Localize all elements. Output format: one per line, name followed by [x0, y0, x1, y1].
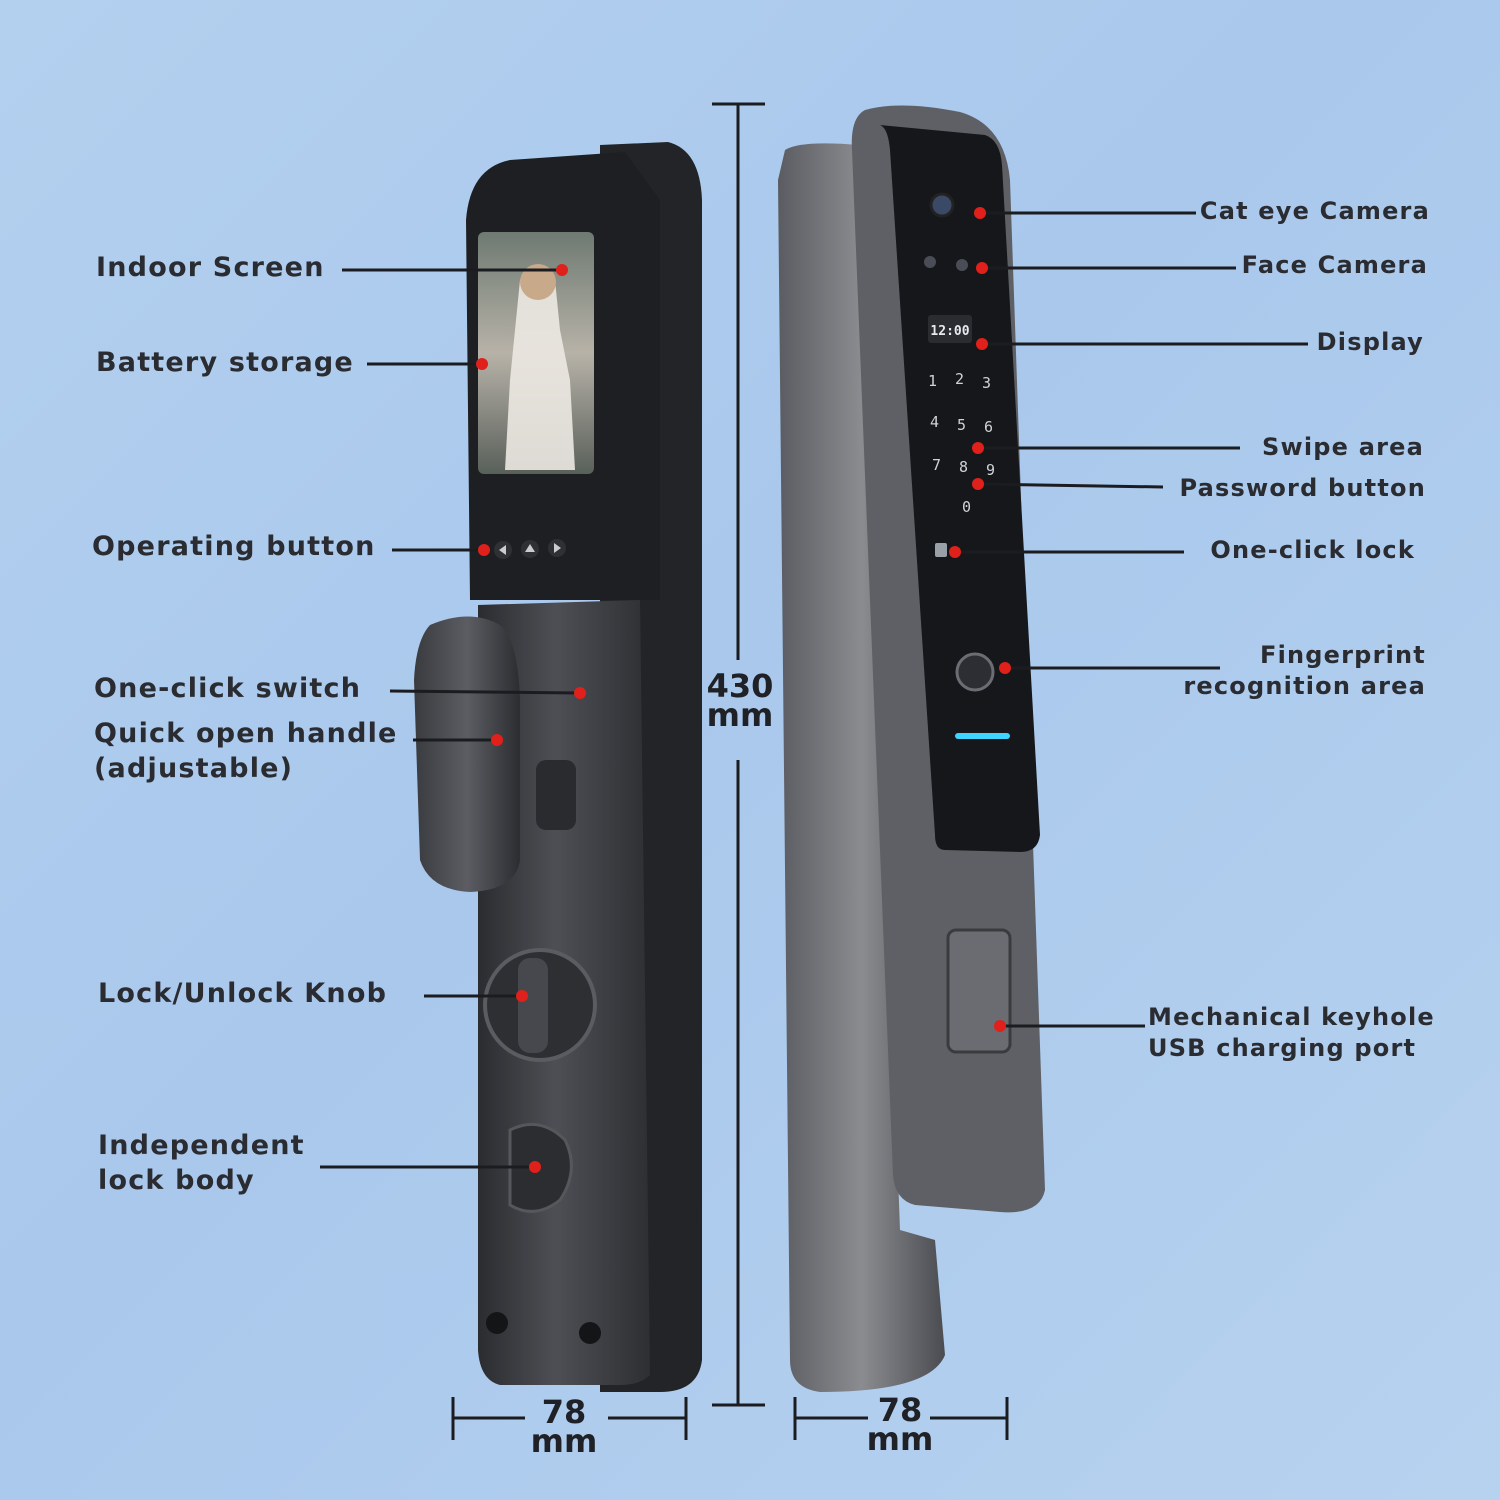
callout-password-button [977, 482, 1164, 489]
label-one-click-switch: One-click switch [94, 673, 362, 704]
face-camera-lens [924, 256, 936, 268]
indoor-screen-figure-head [520, 264, 556, 300]
keypad-digit[interactable]: 5 [957, 416, 966, 434]
face-camera-lens [956, 259, 968, 271]
callout-keyhole-usb-dot [994, 1020, 1006, 1032]
callout-independent-lock-body-dot [529, 1161, 541, 1173]
dimension-width-right-value: 78 [877, 1391, 923, 1429]
indoor-screen-figure [505, 265, 575, 470]
label-fingerprint-line1: Fingerprint [1259, 641, 1426, 669]
callout-quick-open-handle-dot [491, 734, 503, 746]
dimension-width-left-label: 78 mm [522, 1393, 606, 1460]
indoor-lock [414, 142, 702, 1392]
label-display: Display [1316, 328, 1424, 356]
label-swipe-area: Swipe area [1262, 433, 1424, 461]
up-arrow-glyph [525, 544, 535, 552]
keypad-digit[interactable]: 6 [984, 418, 993, 436]
callout-face-camera-dot [976, 262, 988, 274]
callout-one-click-switch-dot [574, 687, 586, 699]
dimension-height-value: 430 [706, 667, 774, 705]
label-quick-open-handle-line2: (adjustable) [94, 753, 294, 785]
label-cat-eye-camera: Cat eye Camera [1199, 197, 1430, 225]
label-quick-open-handle: Quick open handle (adjustable) [94, 716, 398, 786]
keypad-digit[interactable]: 0 [962, 498, 971, 516]
dimension-width-right-unit: mm [866, 1419, 934, 1458]
callout-indoor-screen-dot [556, 264, 568, 276]
callout-cat-eye-camera-dot [974, 207, 986, 219]
dimension-width-left-value: 78 [541, 1393, 587, 1431]
camera-lens-icon [929, 192, 955, 218]
callout-battery-storage-dot [476, 358, 488, 370]
dimension-height-unit: mm [706, 695, 774, 734]
forward-arrow-glyph [554, 543, 561, 553]
label-battery-storage: Battery storage [96, 347, 354, 378]
keyhole-usb-cover[interactable] [946, 928, 1012, 1054]
quick-open-handle[interactable] [414, 616, 520, 893]
label-quick-open-handle-line1: Quick open handle [94, 718, 398, 749]
keypad-digit[interactable]: 7 [932, 456, 941, 474]
label-fingerprint: Fingerprint recognition area [1183, 640, 1426, 702]
dimension-height-label: 430 mm [700, 667, 780, 734]
keypad-digit[interactable]: 2 [955, 370, 964, 388]
callout-lock-unlock-knob-dot [516, 990, 528, 1002]
callout-one-click-switch [389, 689, 581, 695]
lock-icon[interactable] [935, 543, 947, 557]
callout-swipe-area-dot [972, 442, 984, 454]
screw [486, 1312, 508, 1334]
label-independent-lock-body-line1: Independent [98, 1130, 305, 1161]
label-one-click-lock: One-click lock [1210, 536, 1415, 564]
back-arrow-glyph [499, 545, 506, 555]
label-lock-unlock-knob: Lock/Unlock Knob [98, 978, 388, 1009]
fingerprint-icon[interactable] [955, 652, 995, 692]
knob-grip [518, 958, 548, 1053]
screw [579, 1322, 601, 1344]
keypad-digit[interactable]: 8 [959, 458, 968, 476]
lcd-display [928, 315, 972, 343]
lcd-display-text: 12:00 [930, 324, 969, 339]
dimension-width-right-label: 78 mm [858, 1391, 942, 1458]
label-keyhole-usb: Mechanical keyhole USB charging port [1148, 1002, 1435, 1064]
label-independent-lock-body-line2: lock body [98, 1165, 255, 1197]
callout-lines [320, 207, 1308, 1173]
callout-operating-button-dot [478, 544, 490, 556]
callout-one-click-lock-dot [949, 546, 961, 558]
callout-fingerprint-dot [999, 662, 1011, 674]
fingerprint-led [955, 733, 1010, 739]
label-independent-lock-body: Independent lock body [98, 1128, 305, 1198]
outdoor-lock-handle-shell [778, 143, 945, 1392]
dimension-width-right [793, 1397, 1009, 1440]
dimension-height [712, 102, 765, 1407]
keypad-digit[interactable]: 9 [986, 461, 995, 479]
label-operating-button: Operating button [92, 531, 376, 562]
label-fingerprint-line2: recognition area [1183, 672, 1426, 701]
label-indoor-screen: Indoor Screen [96, 252, 325, 283]
keypad-digit[interactable]: 3 [982, 374, 991, 392]
keypad-digit[interactable]: 1 [928, 372, 937, 390]
dimension-width-left [451, 1397, 688, 1440]
label-face-camera: Face Camera [1241, 251, 1428, 279]
callout-display-dot [976, 338, 988, 350]
label-keyhole-usb-line2: USB charging port [1148, 1034, 1417, 1063]
handle-stem [536, 760, 576, 830]
dimension-width-left-unit: mm [530, 1421, 598, 1460]
keypad-digit[interactable]: 4 [930, 413, 939, 431]
label-keyhole-usb-line1: Mechanical keyhole [1148, 1003, 1435, 1031]
label-password-button: Password button [1179, 474, 1426, 502]
callout-password-button-dot [972, 478, 984, 490]
